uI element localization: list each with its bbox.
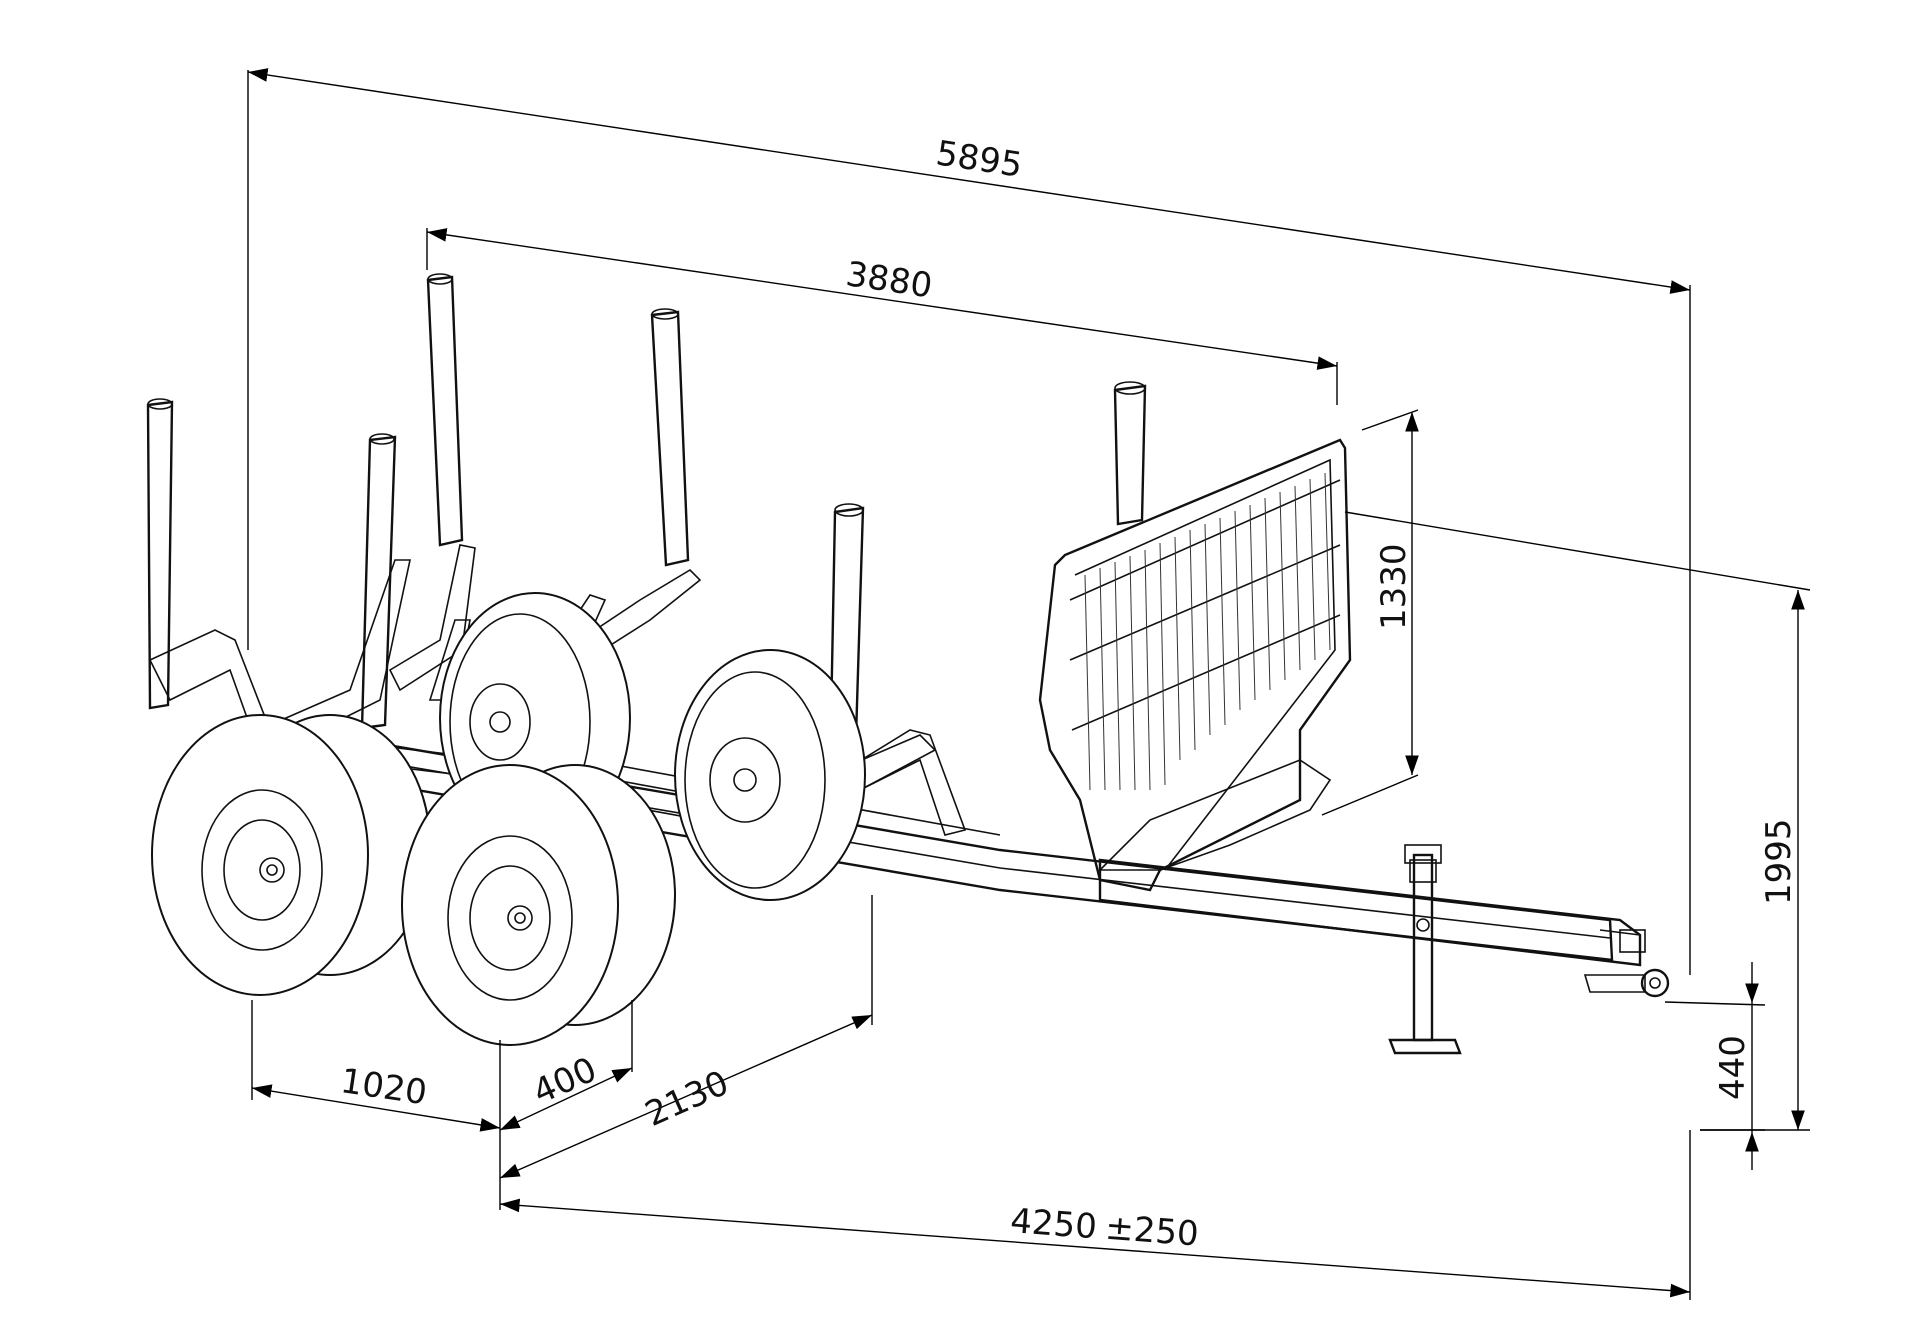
dim-overall-length: 5895 (247, 68, 1691, 975)
dim-drawbar-tolerance-label: ±250 (1104, 1208, 1200, 1255)
trailer-line-art (146, 273, 1670, 1055)
dim-drawbar-length: 4250 ±250 (499, 1130, 1691, 1300)
headboard (1038, 438, 1352, 892)
dim-axle-track-label: 1020 (338, 1061, 429, 1113)
wheel-rear-right (674, 649, 866, 901)
wheel-front-right (401, 764, 676, 1046)
dim-headboard-height-label: 1330 (1374, 543, 1414, 630)
dim-headboard-height: 1330 (1321, 409, 1419, 816)
wheel-front-left (151, 714, 431, 996)
dim-overall-height-label: 1995 (1759, 818, 1799, 905)
jack-stand (1388, 844, 1462, 1055)
dim-hitch-height-label: 440 (1713, 1035, 1753, 1100)
dim-bunk-length-label: 3880 (843, 254, 934, 306)
dim-bogie-length-label: 2130 (639, 1063, 734, 1135)
dim-tire-width-label: 400 (527, 1050, 603, 1113)
dim-bunk-length: 3880 (426, 228, 1338, 405)
drawbar (1098, 858, 1670, 998)
front-bunk (828, 381, 1147, 792)
dim-hitch-height: 440 (1664, 962, 1766, 1170)
dim-drawbar-length-label: 4250 (1009, 1201, 1098, 1247)
dim-overall-height: 1995 (1344, 511, 1811, 1131)
